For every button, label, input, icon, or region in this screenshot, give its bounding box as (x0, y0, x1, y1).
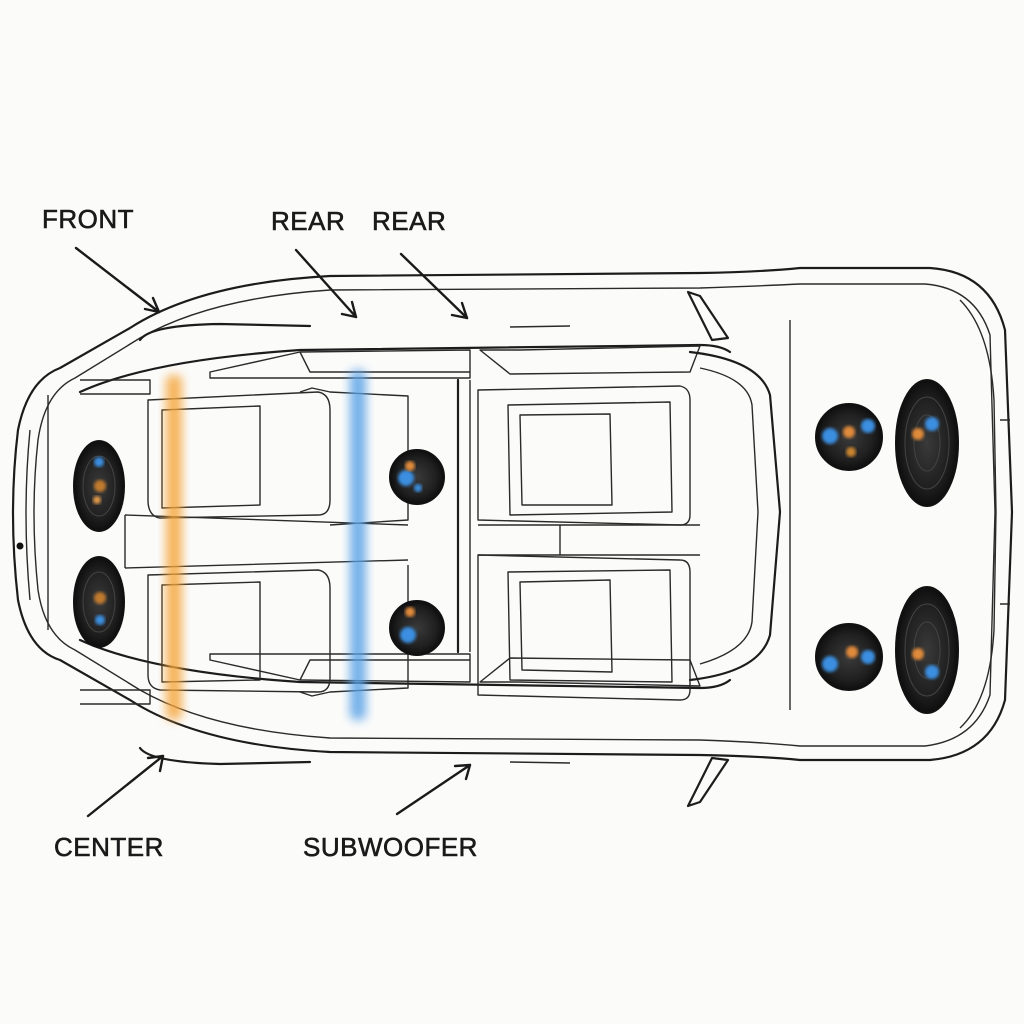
label-rear-1: REAR (271, 206, 346, 236)
label-rear-2: REAR (372, 206, 447, 236)
label-front: FRONT (42, 204, 135, 234)
rear-seats (477, 385, 700, 701)
speaker-rear-right-large (895, 586, 959, 714)
arrow-rear-1 (294, 248, 358, 319)
arrow-subwoofer (395, 763, 472, 816)
car-body (11, 266, 1014, 808)
front-sound-beam (166, 375, 182, 720)
speaker-rear-right-small (815, 623, 883, 691)
label-subwoofer: SUBWOOFER (303, 832, 478, 862)
arrow-center (86, 754, 165, 818)
speaker-mid-top (389, 449, 445, 505)
arrow-front (74, 246, 161, 314)
speaker-rear-left-large (895, 379, 959, 507)
speaker-front-right (73, 556, 125, 648)
label-center: CENTER (54, 832, 164, 862)
rear-sound-beam (350, 370, 366, 720)
arrow-rear-2 (399, 252, 469, 320)
speaker-mid-bottom (389, 600, 445, 656)
speaker-rear-left-small (815, 403, 883, 471)
speaker-front-left (73, 440, 125, 532)
